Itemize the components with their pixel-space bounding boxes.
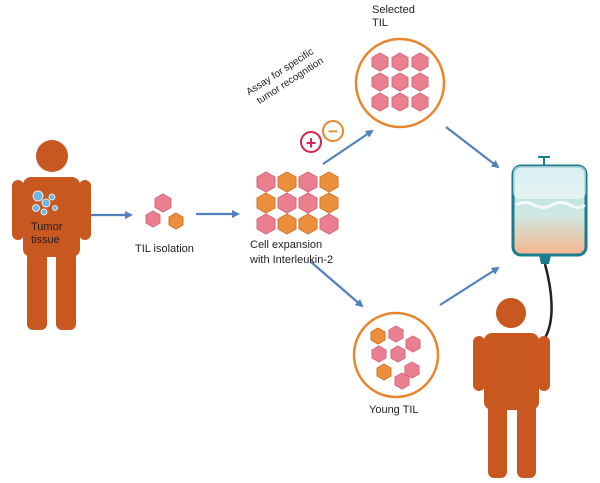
- iv-bag-icon: [511, 156, 588, 264]
- expanded-cell-grid: [256, 171, 339, 235]
- patient-recipient-figure: [473, 298, 550, 478]
- positive-symbol: +: [306, 133, 317, 153]
- cell-expansion-label: Cell expansion with Interleukin-2: [250, 238, 333, 268]
- flow-arrows: [91, 126, 500, 308]
- cell-expansion-line2: with Interleukin-2: [250, 254, 334, 266]
- selected-til-line1: Selected: [372, 4, 415, 16]
- selected-til-line2: TIL: [372, 17, 388, 29]
- tumor-tissue-label: Tumor tissue: [31, 221, 62, 247]
- negative-result-icon: −: [322, 120, 344, 142]
- til-isolation-label: TIL isolation: [135, 243, 194, 255]
- positive-result-icon: +: [300, 131, 322, 153]
- tumor-tissue-line2: tissue: [31, 234, 60, 246]
- young-til-label: Young TIL: [369, 404, 419, 416]
- cell-expansion-line1: Cell expansion: [250, 239, 323, 251]
- arrow-selected-to-bag: [445, 126, 500, 169]
- tumor-tissue-line1: Tumor: [31, 221, 63, 233]
- arrow-expansion-to-selected: [322, 129, 374, 165]
- arrow-young-to-bag: [439, 266, 500, 306]
- negative-symbol: −: [328, 122, 338, 141]
- isolated-til-cells: [145, 193, 184, 230]
- arrow-expansion-to-young: [310, 261, 364, 308]
- tumor-cells-icon: [32, 190, 58, 216]
- young-til-circle: [352, 311, 440, 399]
- selected-til-circle: [354, 37, 446, 129]
- selected-til-label: Selected TIL: [372, 4, 415, 30]
